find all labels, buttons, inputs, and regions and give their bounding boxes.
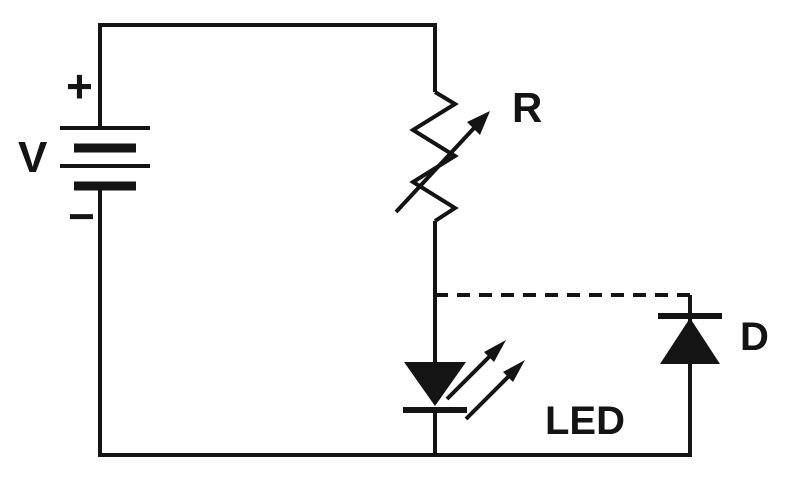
label-group: V + − R D LED [18,60,769,443]
led-arrow-2-head [503,360,525,382]
resistor-arrowhead [467,111,490,135]
led-label: LED [545,399,625,443]
solid-symbol-group [404,111,720,406]
resistor-label: R [512,84,542,131]
battery-plus-label: + [66,60,93,112]
resistor-zigzag [409,90,459,223]
diode-triangle [660,318,720,364]
led-triangle [404,362,466,406]
voltage-source-label: V [18,133,48,182]
led-arrow-2-shaft [464,372,513,421]
led-arrow-1-head [484,340,506,362]
diode-label: D [740,315,769,359]
resistor-arrow-shaft [394,125,477,214]
battery-minus-label: − [68,190,95,242]
wire-group [60,23,722,457]
led-arrow-1-shaft [445,352,494,401]
